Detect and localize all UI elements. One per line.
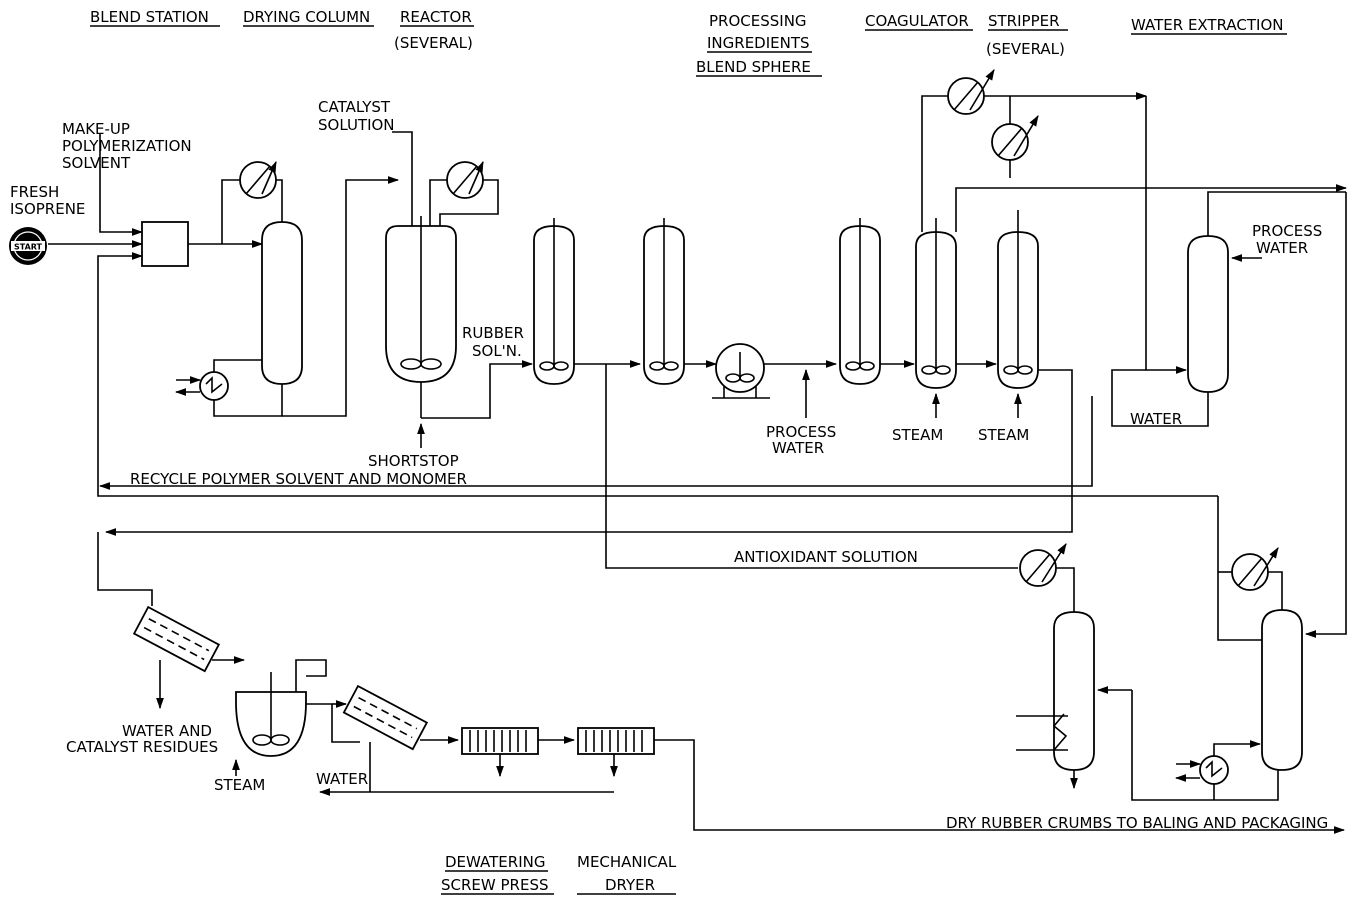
label-steam-stripper: STEAM: [978, 426, 1029, 444]
label-makeup-2: POLYMERIZATION: [62, 137, 192, 155]
label-rubber: RUBBER: [462, 324, 524, 342]
header-reactor: REACTOR: [400, 8, 472, 26]
recovery-column-right: [1261, 609, 1303, 771]
header-water-extraction: WATER EXTRACTION: [1131, 16, 1284, 34]
blend-station: MAKE-UP POLYMERIZATION SOLVENT FRESH ISO…: [9, 120, 264, 486]
antioxidant-section: ANTIOXIDANT SOLUTION: [605, 192, 1347, 801]
label-isoprene: ISOPRENE: [10, 200, 85, 218]
header-blend-station: BLEND STATION: [90, 8, 209, 26]
reboiler-right-icon: [1199, 755, 1229, 785]
label-makeup-1: MAKE-UP: [62, 120, 130, 138]
header-blend-sphere: BLEND SPHERE: [696, 58, 811, 76]
drying-column: [174, 160, 400, 417]
label-catalyst-2: SOLUTION: [318, 116, 395, 134]
header-processing-2: INGREDIENTS: [707, 34, 810, 52]
header-dewatering-2: SCREW PRESS: [441, 876, 548, 894]
label-shortstop: SHORTSTOP: [368, 452, 459, 470]
label-recycle: RECYCLE POLYMER SOLVENT AND MONOMER: [130, 470, 467, 488]
finishing-section: WATER AND CATALYST RESIDUES STEAM WATER: [66, 532, 1346, 834]
label-solution: SOL'N.: [472, 342, 522, 360]
label-steam-bottom: STEAM: [214, 776, 265, 794]
header-drying-column: DRYING COLUMN: [243, 8, 370, 26]
blend-station-box: [141, 221, 189, 267]
label-fresh: FRESH: [10, 183, 59, 201]
label-catalyst-1: CATALYST: [318, 98, 391, 116]
recycle-line: RECYCLE POLYMER SOLVENT AND MONOMER: [97, 396, 1262, 641]
start-label: START: [14, 243, 43, 252]
water-extraction-vessel: [1187, 235, 1229, 393]
start-marker: START: [9, 227, 47, 265]
coagulator-stripper: STEAM STEAM: [104, 69, 1348, 536]
label-process-water-right-2: WATER: [1256, 239, 1308, 257]
header-processing-1: PROCESSING: [709, 12, 807, 30]
reactor: CATALYST SOLUTION SHORTSTOP RUBBER SOL'N…: [318, 98, 534, 470]
label-process-water-1: PROCESS: [766, 423, 836, 441]
label-steam-coagulator: STEAM: [892, 426, 943, 444]
label-process-water-right-1: PROCESS: [1252, 222, 1322, 240]
drying-column-vessel: [261, 221, 303, 385]
header-mechanical-1: MECHANICAL: [577, 853, 677, 871]
header-coagulator: COAGULATOR: [865, 12, 969, 30]
processing-vessels: PROCESS WATER: [533, 218, 916, 457]
header-mechanical-2: DRYER: [605, 876, 655, 894]
label-water-bottom: WATER: [316, 770, 368, 788]
reboiler-icon: [199, 371, 229, 401]
label-residues-2: CATALYST RESIDUES: [66, 738, 218, 756]
screen-1: [132, 605, 221, 673]
label-residues-1: WATER AND: [122, 722, 212, 740]
header-stripper-sub: (SEVERAL): [986, 40, 1065, 58]
label-makeup-3: SOLVENT: [62, 154, 131, 172]
label-process-water-2: WATER: [772, 439, 824, 457]
section-headers: BLEND STATION DRYING COLUMN REACTOR (SEV…: [90, 8, 1287, 895]
water-extraction: PROCESS WATER WATER: [1111, 96, 1346, 428]
header-dewatering-1: DEWATERING: [445, 853, 545, 871]
header-reactor-sub: (SEVERAL): [394, 34, 473, 52]
header-stripper: STRIPPER: [988, 12, 1060, 30]
label-antioxidant: ANTIOXIDANT SOLUTION: [734, 548, 918, 566]
label-water-right: WATER: [1130, 410, 1182, 428]
solvent-recovery-column: [1053, 611, 1095, 771]
screen-2: [342, 684, 429, 751]
label-dry-rubber: DRY RUBBER CRUMBS TO BALING AND PACKAGIN…: [946, 814, 1328, 832]
